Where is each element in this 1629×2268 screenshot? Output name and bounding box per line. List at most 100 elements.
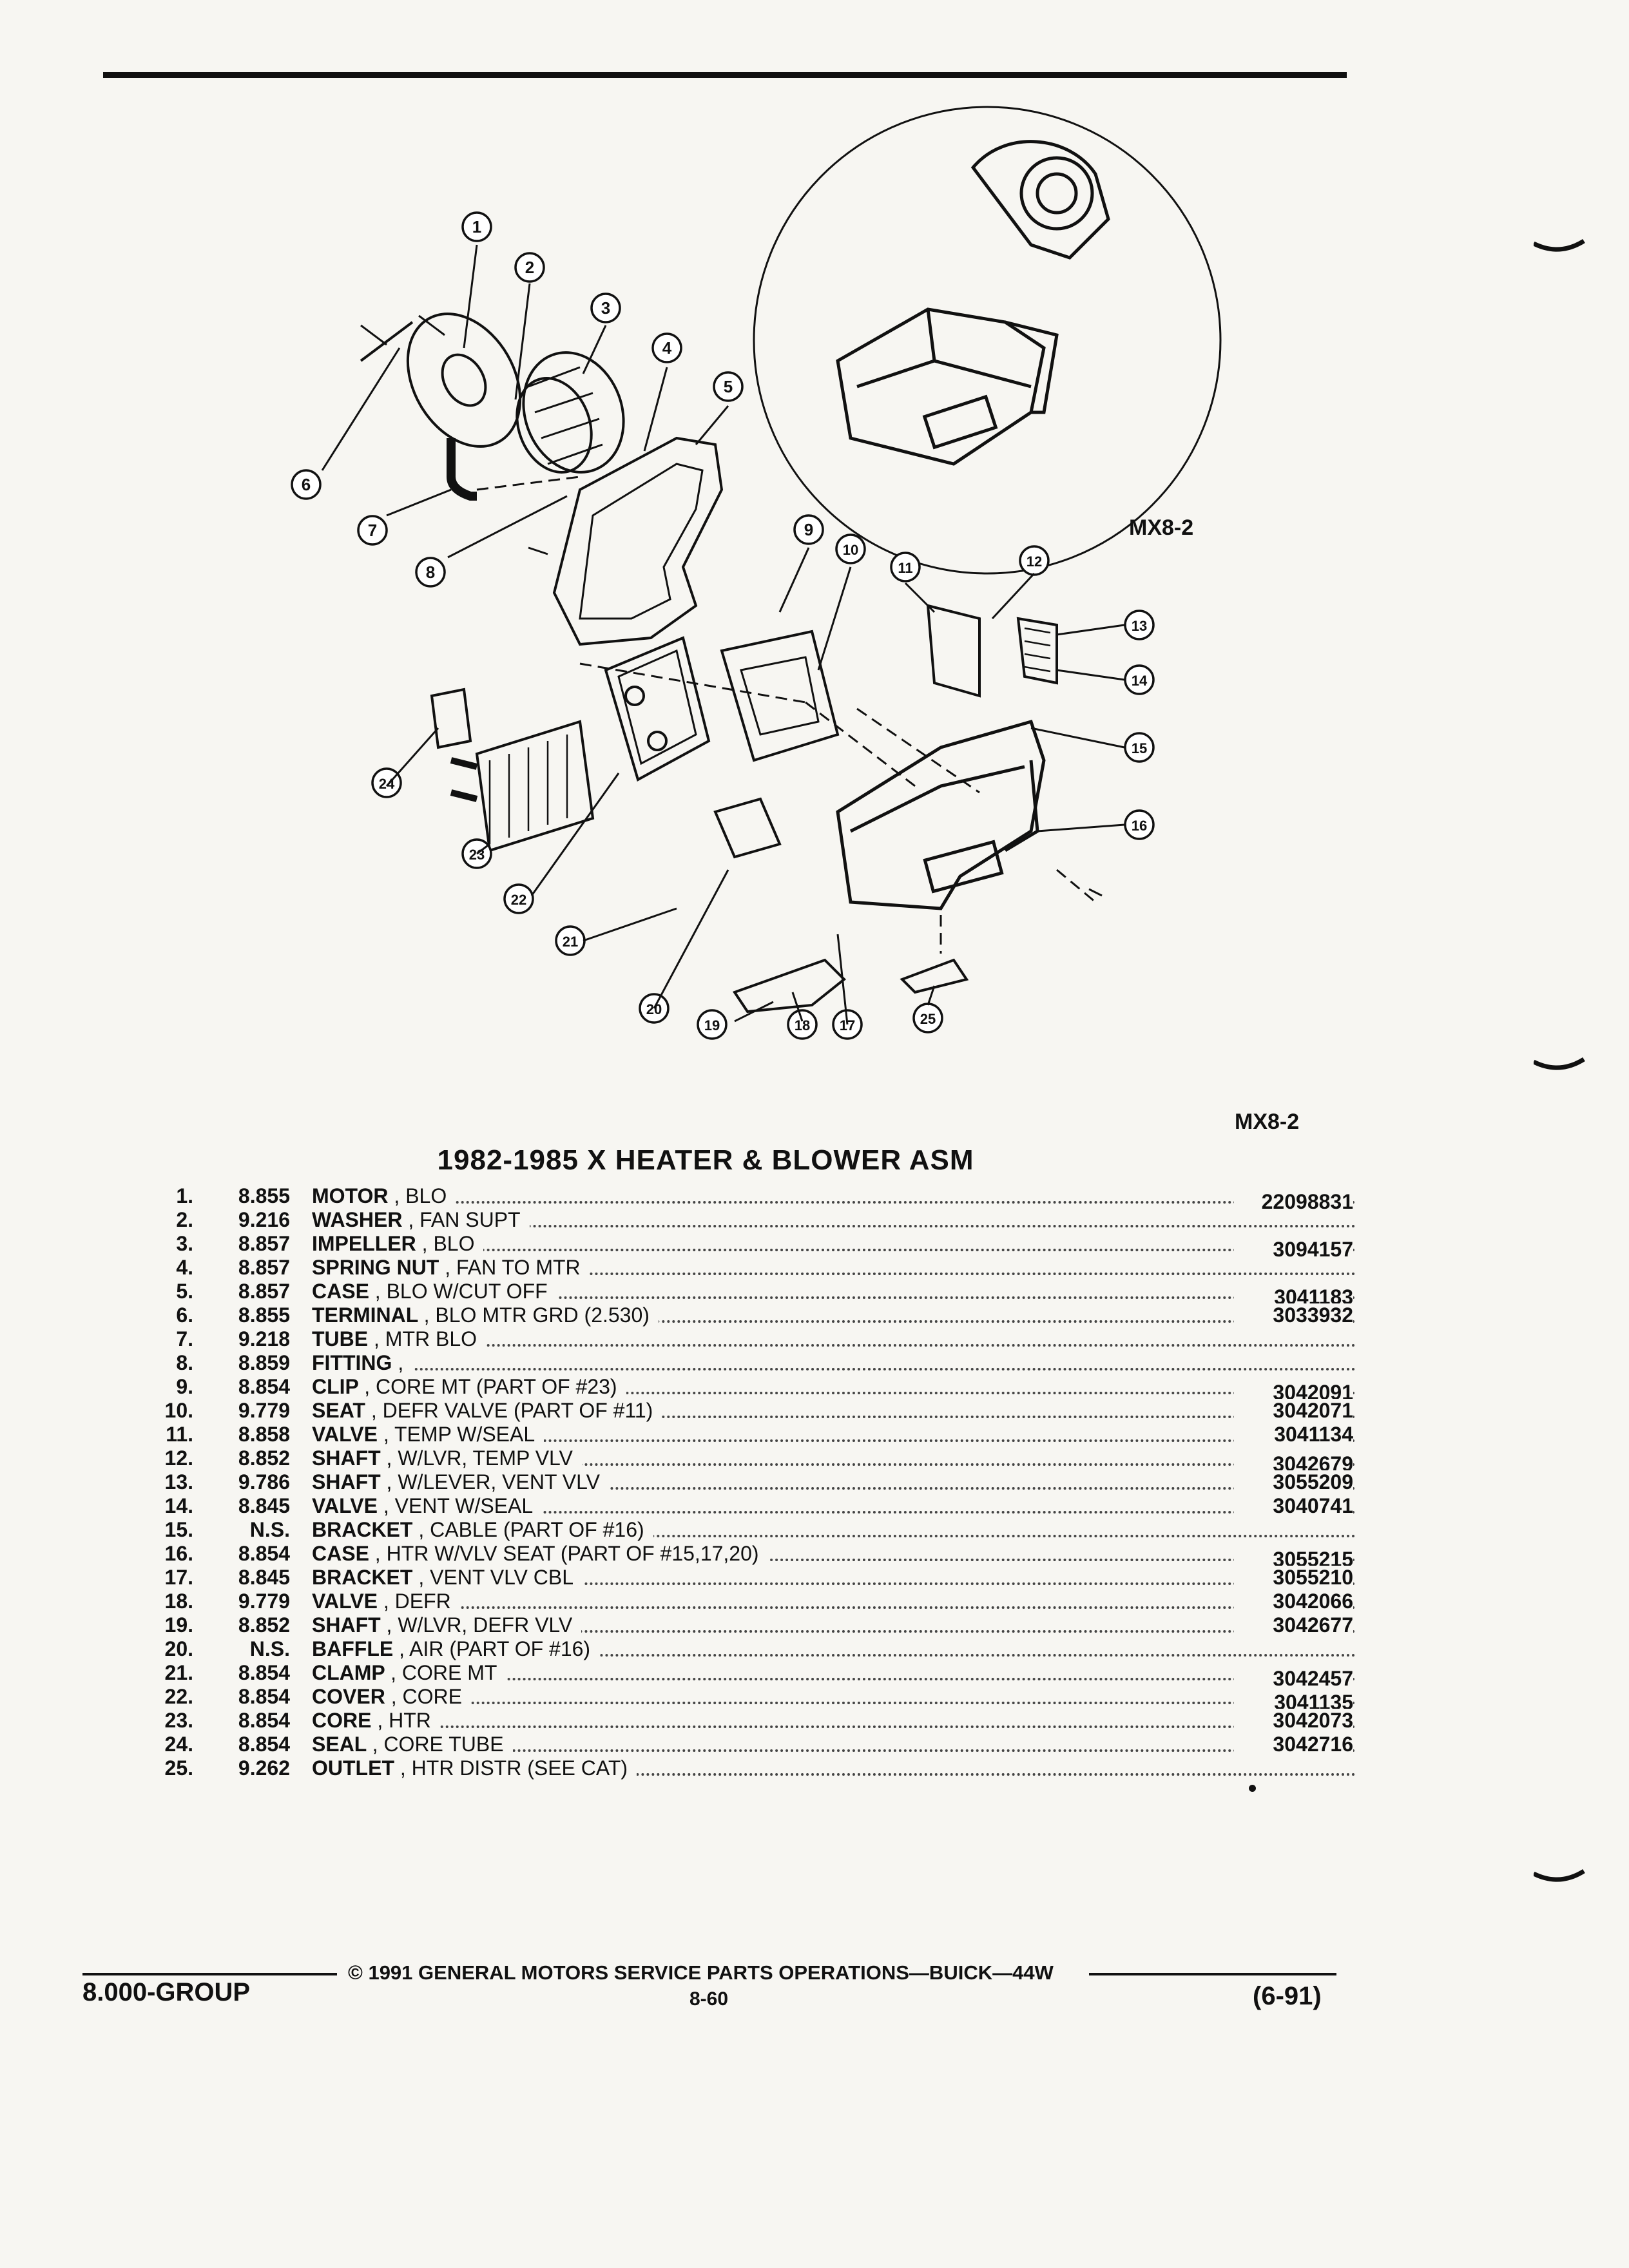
callout-circle xyxy=(651,332,682,363)
heater-core xyxy=(450,720,595,852)
parts-row: 15.N.S.BRACKET , CABLE (PART OF #16) xyxy=(155,1518,1356,1542)
part-detail: , CORE TUBE xyxy=(372,1733,504,1756)
callout-label: 11 xyxy=(898,560,912,576)
part-detail: , VENT VLV CBL xyxy=(418,1566,574,1589)
callout-label: 9 xyxy=(804,520,813,539)
callout-circle xyxy=(1124,610,1155,640)
item-number: 1. xyxy=(176,1184,193,1207)
callout-label: 7 xyxy=(368,521,377,540)
part-detail: , BLO xyxy=(421,1232,475,1255)
part-detail: , FAN SUPT xyxy=(408,1208,521,1231)
defroster-valve xyxy=(732,958,846,1014)
footer-date: (6-91) xyxy=(1253,1982,1322,2010)
description: FITTING , xyxy=(312,1351,1356,1375)
core-tube-seal xyxy=(430,687,472,749)
part-detail: , FAN TO MTR xyxy=(445,1256,581,1279)
group-number: 9.262 xyxy=(238,1756,290,1780)
description: SHAFT , W/LVR, TEMP VLV xyxy=(312,1446,1356,1470)
group-number: 8.855 xyxy=(238,1303,290,1327)
figure-code-lower: MX8-2 xyxy=(1235,1110,1300,1134)
callout-circle xyxy=(697,1009,728,1040)
group-number: 8.854 xyxy=(238,1375,290,1398)
part-name: SPRING NUT xyxy=(312,1256,439,1279)
callout-label: 16 xyxy=(1132,818,1147,834)
item-number: 21. xyxy=(164,1661,193,1684)
header-rule xyxy=(103,72,1347,78)
part-number: 3042677 xyxy=(1234,1613,1353,1637)
callout-label: 3 xyxy=(601,298,610,318)
part-name: CORE xyxy=(312,1709,372,1732)
valve-seat-plate xyxy=(720,629,840,762)
figure-code-upper: MX8-2 xyxy=(1129,515,1194,540)
part-number: 22098831 xyxy=(1234,1190,1353,1214)
part-name: IMPELLER xyxy=(312,1232,416,1255)
part-name: CLAMP xyxy=(312,1661,385,1684)
callout-circle xyxy=(503,883,534,914)
item-number: 7. xyxy=(176,1327,193,1350)
description: SHAFT , W/LEVER, VENT VLV xyxy=(312,1470,1356,1494)
callout-circle xyxy=(357,515,388,546)
part-detail: , VENT W/SEAL xyxy=(383,1494,534,1517)
part-name: VALVE xyxy=(312,1590,378,1613)
callout-label: 15 xyxy=(1132,740,1147,756)
callout-label: 10 xyxy=(843,542,858,558)
callout-label: 2 xyxy=(525,258,534,277)
vent-valve xyxy=(1016,617,1058,685)
parts-row: 20.N.S.BAFFLE , AIR (PART OF #16) xyxy=(155,1637,1356,1661)
description: SHAFT , W/LVR, DEFR VLV xyxy=(312,1613,1356,1637)
part-detail: , HTR xyxy=(377,1709,431,1732)
part-number: 3094157 xyxy=(1234,1238,1353,1262)
part-detail: , CORE MT xyxy=(390,1661,497,1684)
part-name: CASE xyxy=(312,1542,369,1565)
callout-label: 25 xyxy=(920,1011,936,1027)
item-number: 22. xyxy=(164,1685,193,1708)
description: VALVE , VENT W/SEAL xyxy=(312,1494,1356,1518)
air-baffle xyxy=(713,797,782,859)
bullet-mark xyxy=(1249,1785,1256,1792)
group-number: 8.857 xyxy=(238,1256,290,1279)
part-detail: , MTR BLO xyxy=(374,1327,477,1350)
part-detail: , xyxy=(398,1351,404,1374)
group-number: 9.779 xyxy=(238,1399,290,1422)
item-number: 13. xyxy=(164,1470,193,1494)
part-name: SEAL xyxy=(312,1733,367,1756)
footer-page-number: 8-60 xyxy=(689,1988,729,2010)
footer-rule-right xyxy=(1089,1973,1336,1975)
part-number: 3042071 xyxy=(1234,1399,1353,1423)
blower-motor xyxy=(360,312,522,448)
part-name: SEAT xyxy=(312,1399,365,1422)
callout-label: 8 xyxy=(426,562,435,582)
item-number: 9. xyxy=(176,1375,193,1398)
part-number: 3042073 xyxy=(1234,1709,1353,1733)
item-number: 15. xyxy=(164,1518,193,1541)
part-number: 3042457 xyxy=(1234,1667,1353,1691)
item-number: 19. xyxy=(164,1613,193,1637)
group-number: 8.854 xyxy=(238,1685,290,1708)
callout-circle xyxy=(291,469,322,500)
binder-mark xyxy=(1534,239,1585,252)
part-name: TUBE xyxy=(312,1327,369,1350)
part-detail: , W/LEVER, VENT VLV xyxy=(386,1470,600,1494)
part-name: BRACKET xyxy=(312,1518,413,1541)
callout-circle xyxy=(461,211,492,242)
description: MOTOR , BLO xyxy=(312,1184,1356,1208)
description: BAFFLE , AIR (PART OF #16) xyxy=(312,1637,1356,1661)
item-number: 12. xyxy=(164,1446,193,1470)
description: SEAL , CORE TUBE xyxy=(312,1733,1356,1756)
footer-copyright: © 1991 GENERAL MOTORS SERVICE PARTS OPER… xyxy=(348,1961,1054,1984)
binder-mark xyxy=(1534,1057,1585,1070)
group-number: 8.845 xyxy=(238,1566,290,1589)
description: SPRING NUT , FAN TO MTR xyxy=(312,1256,1356,1280)
callout-circle xyxy=(793,514,824,545)
group-number: 8.857 xyxy=(238,1232,290,1255)
group-number: 8.857 xyxy=(238,1280,290,1303)
group-number: 8.858 xyxy=(238,1423,290,1446)
